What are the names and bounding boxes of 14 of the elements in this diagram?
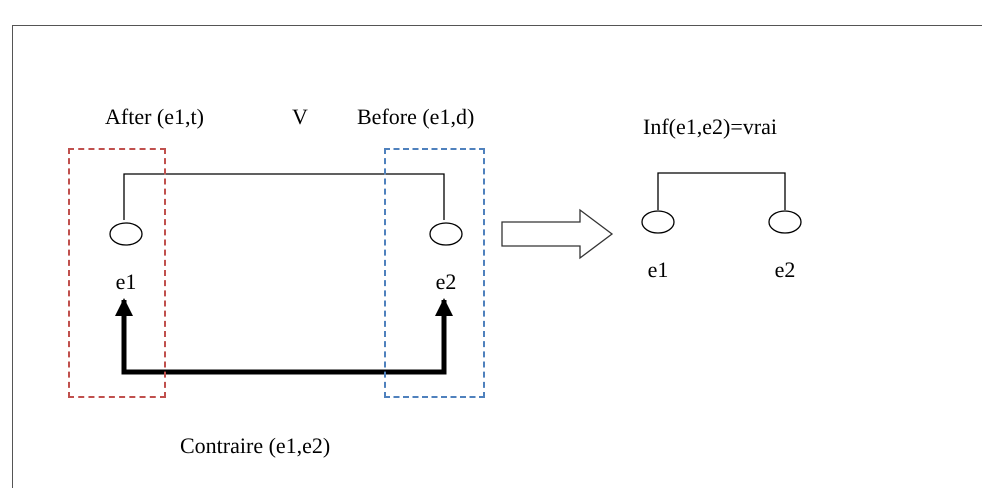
dashed-region: [68, 148, 166, 398]
dashed-region: [384, 148, 485, 398]
annotation-text: After (e1,t): [105, 103, 204, 131]
annotation-text: Contraire (e1,e2): [180, 432, 330, 460]
annotation-text: Before (e1,d): [357, 103, 474, 131]
connector-line: [657, 172, 786, 210]
node-label: e2: [436, 271, 456, 293]
node-label: e1: [648, 259, 668, 281]
annotation-text: V: [292, 103, 308, 131]
node-label: e1: [116, 271, 136, 293]
thick-arrow: [115, 298, 453, 374]
annotation-text: Inf(e1,e2)=vrai: [643, 113, 777, 141]
node-label: e2: [774, 259, 796, 281]
connector-line: [123, 173, 445, 220]
